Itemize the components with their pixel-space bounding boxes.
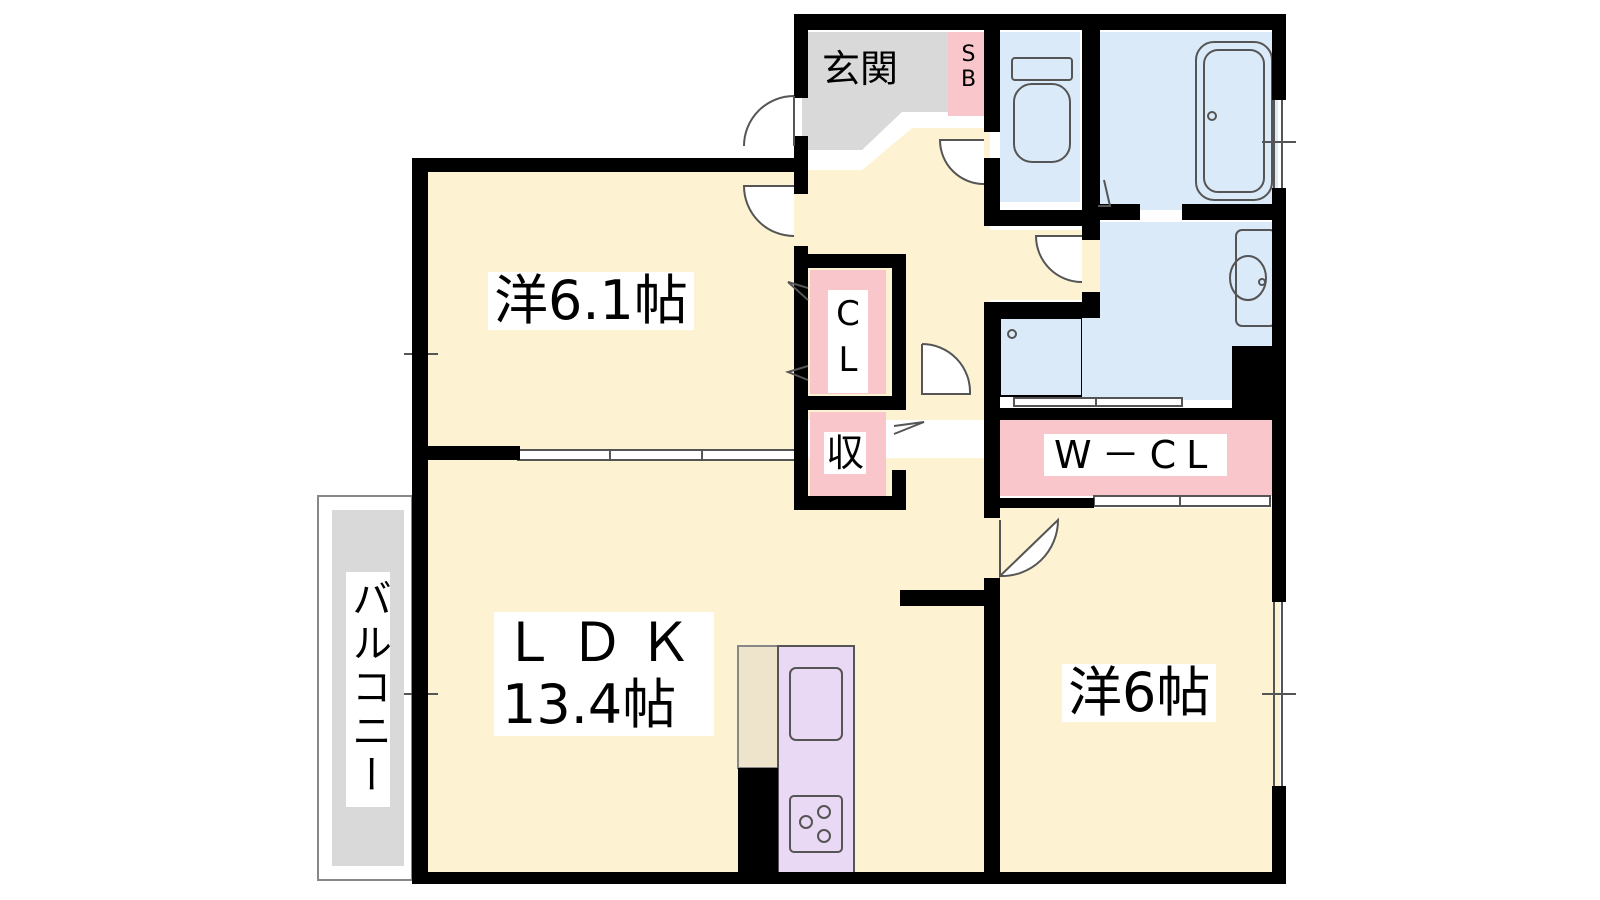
balcony-label: バルコニー	[345, 572, 391, 807]
kitchen-counter	[737, 645, 781, 769]
closet-label: CL	[828, 290, 868, 393]
stove	[789, 795, 843, 853]
entrance-floor	[802, 32, 948, 150]
entrance-label: 玄関	[822, 47, 899, 91]
ldk-label-line2: 13.4帖	[502, 673, 677, 736]
bathroom-floor	[1100, 32, 1278, 210]
sink	[789, 667, 843, 741]
western-room-2-label: 洋6帖	[1062, 664, 1217, 722]
swing-doors	[742, 95, 1083, 579]
ldk-label-line1: ＬＤＫ	[502, 611, 706, 674]
closet-text: CL	[828, 294, 868, 386]
bathtub-fixture	[1195, 41, 1273, 201]
shoe-box	[948, 32, 986, 116]
balcony-text: バルコニー	[345, 578, 391, 798]
closet-door-marks	[784, 179, 1112, 435]
toilet-fixture	[1011, 57, 1073, 163]
shoe-box-text: SB	[956, 42, 981, 92]
walls	[412, 14, 1286, 884]
walk-in-closet-label: W－CL	[1044, 434, 1228, 476]
ldk-label: ＬＤＫ 13.4帖	[494, 612, 714, 736]
sliding-doors	[517, 397, 1271, 507]
shoe-box-label: SB	[954, 42, 982, 97]
storage-label: 収	[824, 431, 867, 475]
western-room-1-label: 洋6.1帖	[488, 272, 694, 330]
washroom-floor-left	[1082, 300, 1100, 400]
